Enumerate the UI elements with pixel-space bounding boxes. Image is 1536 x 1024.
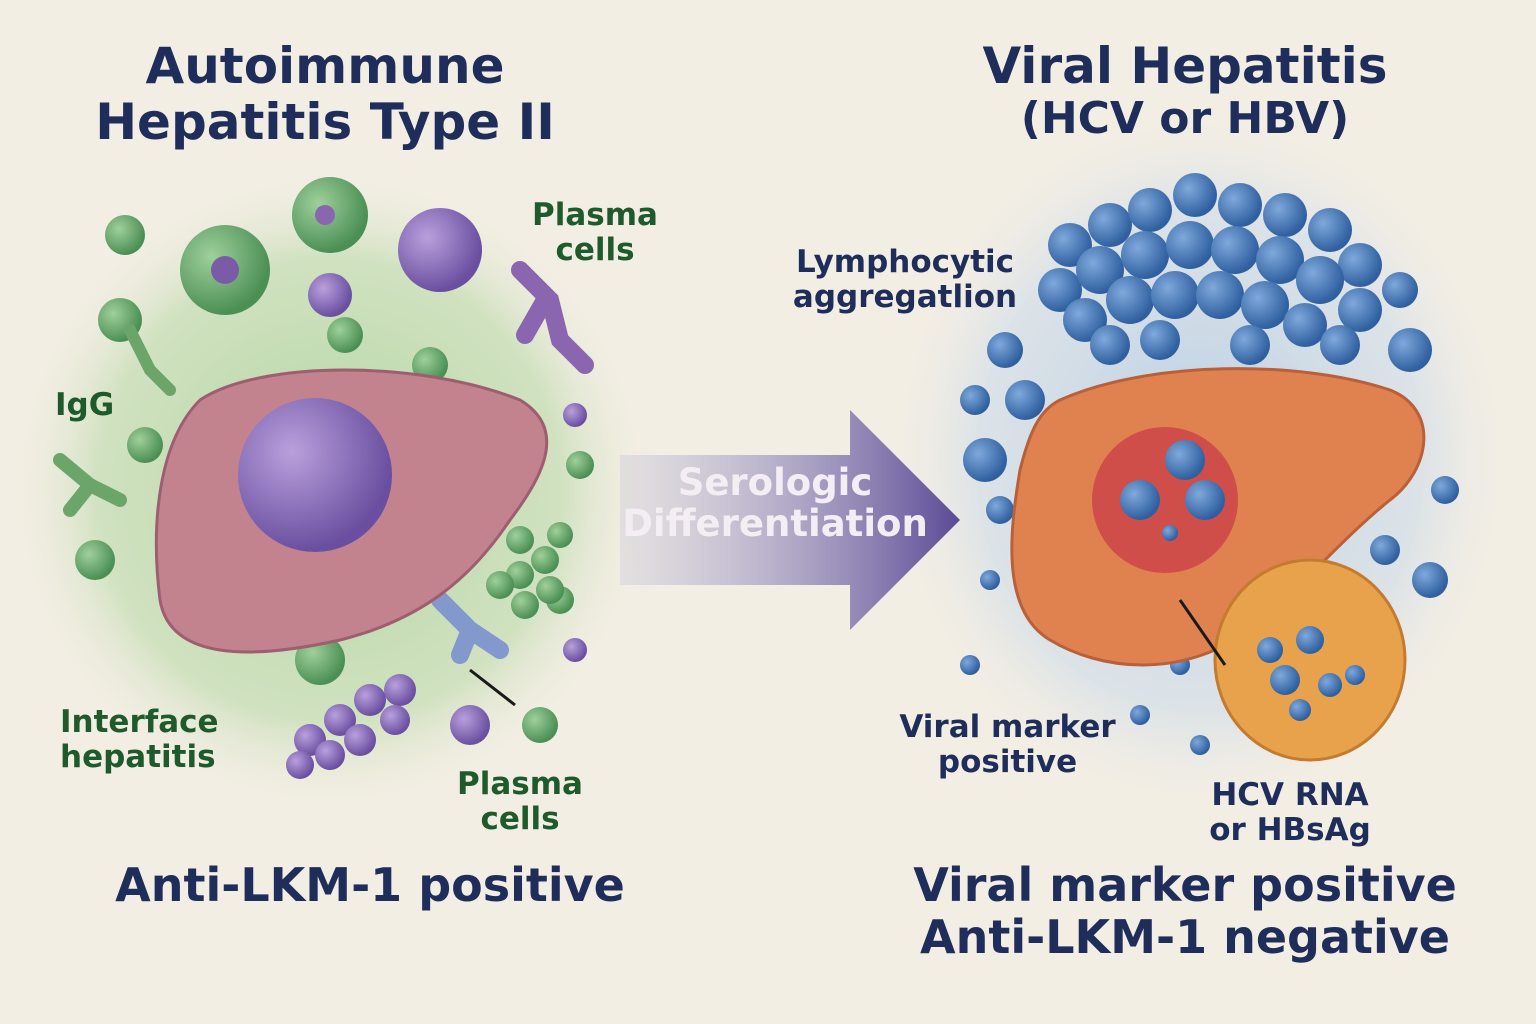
label-text: cells — [480, 800, 560, 837]
left-title-line1: Autoimmune — [145, 37, 505, 95]
label-text: Plasma — [457, 766, 583, 802]
label-plasma-cells-bottom: Plasma cells — [440, 767, 600, 836]
left-title: Autoimmune Hepatitis Type II — [60, 38, 590, 150]
left-title-line2: Hepatitis Type II — [95, 93, 555, 151]
label-text: aggregatlion — [792, 278, 1018, 315]
right-footer: Viral marker positive Anti-LKM-1 negativ… — [900, 858, 1470, 964]
infected-cell — [1213, 558, 1407, 762]
arrow-label: Serologic Differentiation — [610, 462, 940, 545]
right-footer-line1: Viral marker positive — [913, 858, 1457, 912]
arrow-label-line2: Differentiation — [622, 502, 928, 546]
arrow — [620, 410, 960, 630]
label-text: hepatitis — [60, 738, 216, 775]
right-title-line1: Viral Hepatitis — [982, 37, 1388, 95]
left-footer: Anti-LKM-1 positive — [115, 858, 625, 912]
pointer-line-left — [469, 668, 516, 707]
nucleus-left — [238, 398, 392, 552]
pointer-line — [1178, 599, 1227, 666]
label-lymphocytic-aggregation: Lymphocytic aggregatlion — [780, 245, 1030, 314]
right-title: Viral Hepatitis (HCV or HBV) — [930, 38, 1440, 143]
label-text: HCV RNA — [1211, 777, 1369, 813]
label-igg: IgG — [55, 387, 115, 423]
label-hcv-rna: HCV RNA or HBsAg — [1190, 778, 1390, 847]
label-text: Viral marker — [899, 709, 1116, 745]
right-footer-line2: Anti-LKM-1 negative — [920, 909, 1450, 964]
label-text: cells — [555, 231, 635, 268]
lymphocyte-aggregate — [960, 173, 1459, 755]
label-text: Plasma — [532, 197, 658, 233]
arrow-label-line1: Serologic — [677, 461, 873, 504]
label-viral-marker: Viral marker positive — [890, 710, 1125, 779]
label-interface-hepatitis: Interface hepatitis — [60, 705, 219, 774]
label-text: Lymphocytic — [795, 244, 1015, 280]
label-plasma-cells-top: Plasma cells — [510, 198, 680, 267]
label-text: or HBsAg — [1209, 811, 1371, 848]
label-text: Interface — [60, 704, 219, 740]
immune-cells-left — [53, 177, 594, 779]
label-text: positive — [937, 743, 1078, 780]
right-title-line2: (HCV or HBV) — [1020, 93, 1350, 144]
